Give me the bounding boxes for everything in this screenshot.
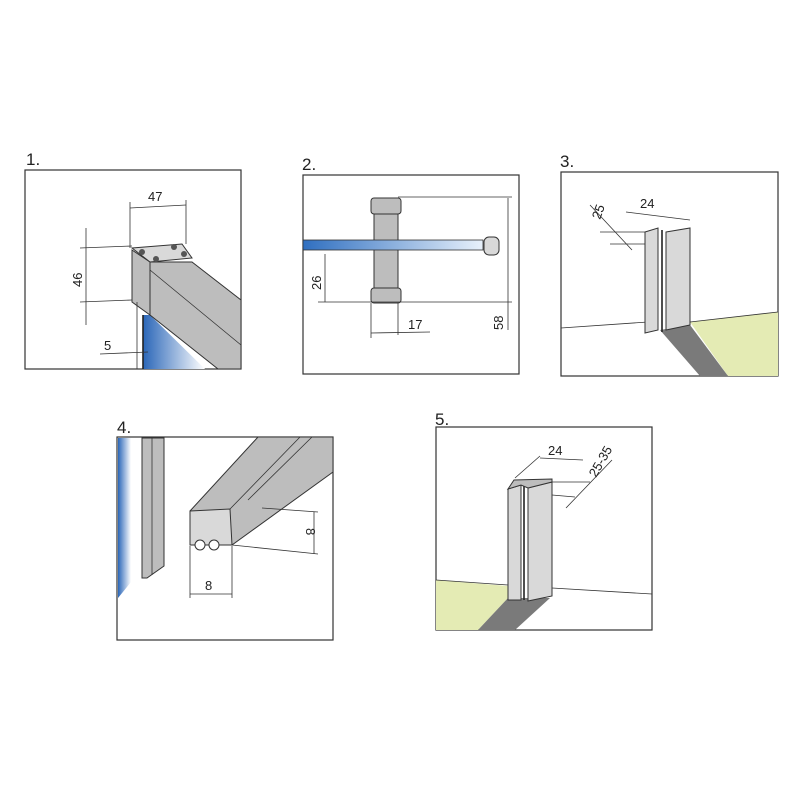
bottom-cap	[370, 287, 402, 304]
connector-body	[373, 211, 399, 293]
svg-text:17: 17	[408, 317, 422, 332]
svg-text:24: 24	[548, 443, 562, 458]
dimension-47: 47	[129, 189, 187, 248]
dimension-26: 26	[309, 254, 326, 302]
panel-4-seal-profile: 4. 8 8	[116, 418, 334, 641]
wall-profile-right	[665, 227, 691, 331]
svg-text:47: 47	[148, 189, 162, 204]
svg-text:8: 8	[205, 578, 212, 593]
glass-bar	[302, 239, 484, 251]
dimension-46: 46	[70, 228, 133, 325]
svg-text:24: 24	[640, 196, 654, 211]
dimension-17: 17	[370, 303, 431, 338]
top-cap	[370, 197, 402, 215]
panel-label: 1.	[26, 150, 40, 169]
panel-5-wall-profile-extended: 5. 24 25-35	[435, 410, 653, 631]
panel-3-wall-profile: 3. 24 25	[560, 152, 779, 377]
panel-label: 3.	[560, 152, 574, 171]
dimension-58: 58	[491, 198, 509, 330]
panel-label: 4.	[117, 418, 131, 437]
panel-1-frame-profile: 1. 47 46 5	[24, 150, 242, 370]
glass-pane	[143, 315, 205, 369]
svg-text:58: 58	[491, 316, 506, 330]
vertical-profile	[141, 437, 165, 579]
panel-label: 2.	[302, 155, 316, 174]
floor-strip	[660, 325, 728, 376]
svg-text:25: 25	[589, 202, 608, 221]
dimension-8-width: 8	[189, 546, 233, 598]
panel-border	[302, 174, 520, 375]
dimension-8-height: 8	[231, 507, 319, 555]
frame-end-cap	[131, 249, 151, 316]
svg-text:26: 26	[309, 276, 324, 290]
panel-2-handle-connector: 2. 58 26 17	[302, 155, 520, 375]
dimension-5: 5	[99, 338, 149, 355]
svg-text:8: 8	[303, 528, 318, 535]
bar-end-knob	[483, 236, 500, 256]
floor	[436, 580, 508, 630]
frame-top	[130, 243, 193, 263]
seal-cross-section	[189, 508, 233, 546]
svg-text:46: 46	[70, 273, 85, 287]
dimension-24: 24	[514, 443, 584, 479]
profile-left	[507, 484, 522, 601]
dimension-24: 24	[625, 196, 691, 221]
glass-pane	[118, 438, 131, 598]
panel-label: 5.	[435, 410, 449, 429]
dimension-25: 25	[589, 202, 645, 251]
svg-text:5: 5	[104, 338, 111, 353]
profile-right	[527, 481, 553, 602]
wall-profile-left	[644, 227, 659, 334]
floor	[690, 312, 778, 376]
floor-strip	[478, 598, 550, 630]
